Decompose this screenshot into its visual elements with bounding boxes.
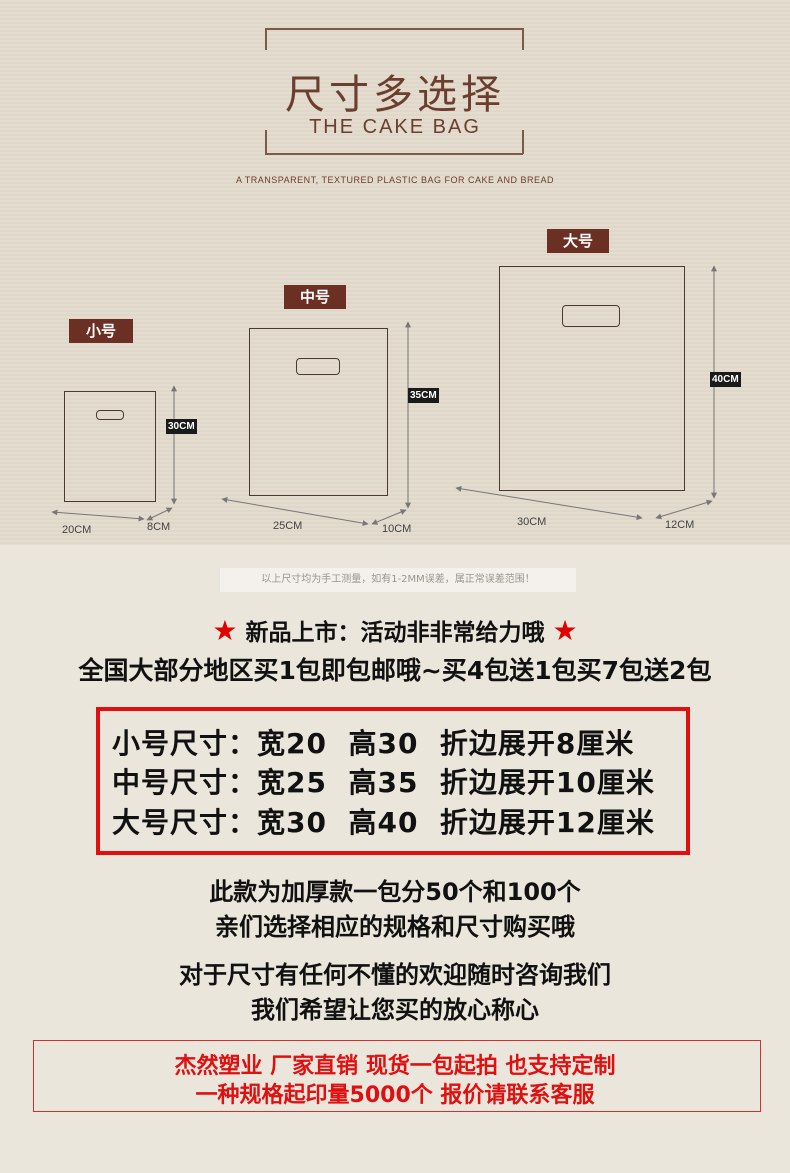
bag-medium-handle [296,358,340,375]
frame-bottom-left [265,130,267,154]
promo-headline-text: 新品上市：活动非非常给力哦 [245,620,545,646]
dim-medium-depth: 10CM [382,523,412,535]
arrow-medium-width [221,496,369,527]
info-line-1: 此款为加厚款一包分50个和100个 [209,878,581,906]
page-title: 尺寸多选择 [285,72,505,118]
frame-bottom-right [522,130,524,154]
arrow-large-depth [655,499,713,520]
bag-small [64,391,156,502]
dim-small-height: 30CM [166,419,197,434]
tag-small: 小号 [69,319,133,343]
info-line-2: 亲们选择相应的规格和尺寸购买哦 [215,913,575,941]
star-icon: ★ [552,614,578,647]
bag-medium [249,328,388,496]
spec-medium: 中号尺寸：宽25 高35 折边展开10厘米 [112,766,655,799]
frame-top-right [522,28,524,50]
frame-top-line [265,28,523,30]
frame-top-left [265,28,267,50]
dim-large-depth: 12CM [665,519,695,531]
arrow-small-width [51,509,145,522]
footer-line-2: 一种规格起印量5000个 报价请联系客服 [195,1083,595,1108]
page-title-english: THE CAKE BAG [309,116,481,138]
tag-large: 大号 [547,229,609,253]
product-diagram-area [0,0,790,545]
footer-line-1: 杰然塑业 厂家直销 现货一包起拍 也支持定制 [174,1054,616,1079]
dim-medium-height: 35CM [408,388,439,403]
frame-bottom-line [265,153,523,155]
dim-large-height: 40CM [710,372,741,387]
dim-small-depth: 8CM [147,521,171,533]
spec-box [96,707,690,855]
promo-offer: 全国大部分地区买1包即包邮哦~买4包送1包买7包送2包 [78,656,712,685]
dim-small-width: 20CM [62,524,92,536]
page-subtitle: A TRANSPARENT, TEXTURED PLASTIC BAG FOR … [235,175,555,185]
arrow-medium-depth [371,509,407,525]
arrow-small-depth [146,507,173,521]
info-line-3: 对于尺寸有任何不懂的欢迎随时咨询我们 [179,961,611,989]
arrow-large-width [455,485,643,521]
tag-medium: 中号 [284,285,346,309]
dimension-arrows [51,265,717,527]
info-line-4: 我们希望让您买的放心称心 [251,996,539,1024]
spec-small: 小号尺寸：宽20 高30 折边展开8厘米 [112,727,635,760]
bag-small-handle [96,410,124,420]
star-icon: ★ [212,614,238,647]
footer-box [33,1040,761,1112]
spec-large: 大号尺寸：宽30 高40 折边展开12厘米 [112,806,655,839]
dim-large-width: 30CM [517,516,547,528]
promo-headline: ★ 新品上市：活动非非常给力哦 ★ [0,614,790,650]
bag-large-handle [562,305,620,327]
measurement-note: 以上尺寸均为手工测量，如有1-2MM误差，属正常误差范围！ [220,568,576,592]
dim-medium-width: 25CM [273,520,303,532]
